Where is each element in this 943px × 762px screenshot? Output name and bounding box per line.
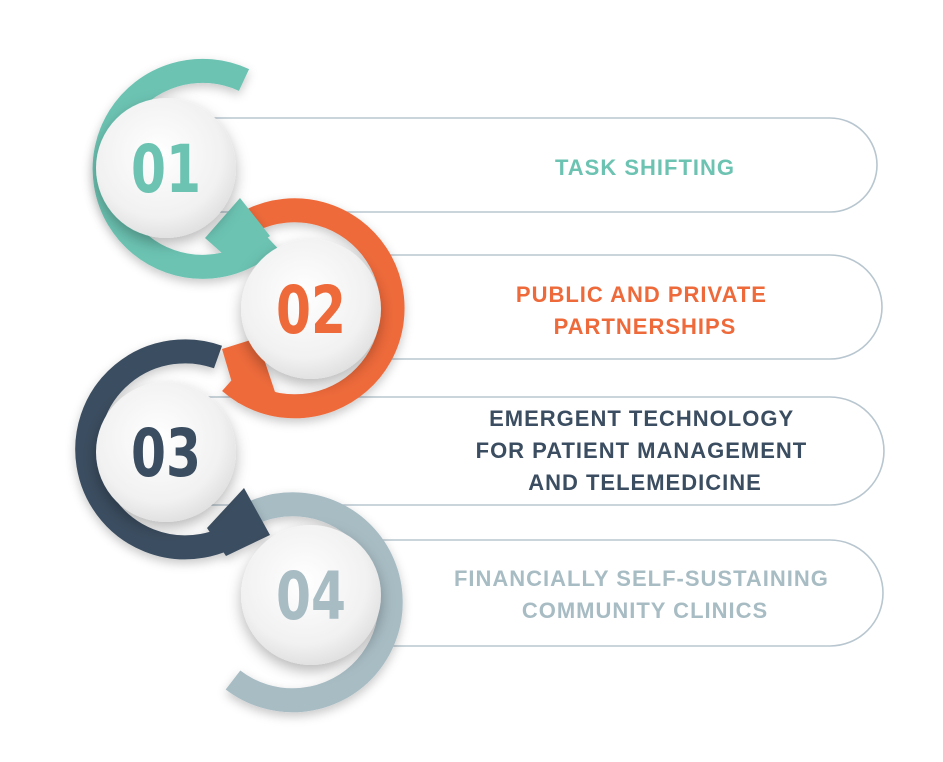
step-1-title: TASK SHIFTING <box>555 155 735 180</box>
step-3-title: EMERGENT TECHNOLOGY FOR PATIENT MANAGEME… <box>476 406 815 495</box>
step-4-title: FINANCIALLY SELF-SUSTAINING COMMUNITY CL… <box>454 566 836 623</box>
step-4-ring <box>222 492 403 713</box>
step-3-number: 03 <box>131 415 201 492</box>
step-3-pill <box>200 396 885 506</box>
step-4-pill <box>370 539 884 647</box>
step-2-title-line: PUBLIC AND PRIVATE <box>516 282 767 307</box>
step-3-ring <box>75 339 270 560</box>
step-1-pointer <box>205 198 270 262</box>
step-2-title-line: PARTNERSHIPS <box>554 314 737 339</box>
step-3-disc <box>96 382 236 522</box>
step-2-pill <box>370 254 883 360</box>
step-3-pointer <box>207 488 270 556</box>
step-2-disc <box>241 239 381 379</box>
step-3-title-line: FOR PATIENT MANAGEMENT <box>476 438 808 463</box>
step-1-pill <box>200 117 878 213</box>
step-4-title-line: FINANCIALLY SELF-SUSTAINING <box>454 566 829 591</box>
step-1-disc <box>96 98 236 238</box>
step-pills <box>200 117 885 647</box>
step-4-number: 04 <box>276 558 346 635</box>
step-1-title-line: TASK SHIFTING <box>555 155 735 180</box>
step-3-title-line: AND TELEMEDICINE <box>528 470 762 495</box>
step-1-number: 01 <box>131 131 201 208</box>
step-4-disc <box>241 525 381 665</box>
step-2-title: PUBLIC AND PRIVATE PARTNERSHIPS <box>516 282 774 339</box>
step-3-title-line: EMERGENT TECHNOLOGY <box>489 406 794 431</box>
step-2-number: 02 <box>276 272 346 349</box>
step-4-title-line: COMMUNITY CLINICS <box>522 598 768 623</box>
